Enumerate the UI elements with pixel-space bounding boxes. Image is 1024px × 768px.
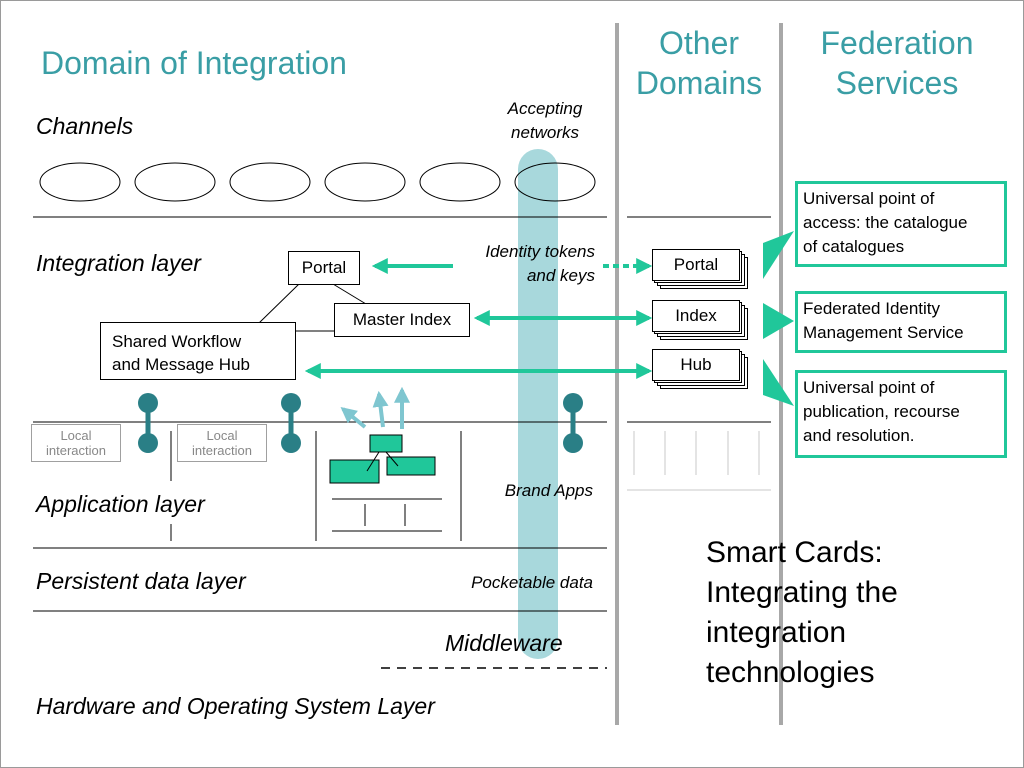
heading-federation-services: Federation Services	[820, 25, 974, 101]
other-hub-stack: Hub	[652, 349, 748, 389]
other-portal-stack: Portal	[652, 249, 748, 289]
channel-ellipse	[229, 162, 311, 202]
local-interaction-box: Local interaction	[177, 424, 267, 462]
federation-box-catalogue: Universal point of access: the catalogue…	[795, 181, 1007, 267]
federation-pointer	[763, 231, 794, 279]
note-brand-apps: Brand Apps	[504, 481, 593, 500]
layer-hardware: Hardware and Operating System Layer	[36, 693, 435, 719]
connector	[332, 283, 367, 305]
federation-box-identity: Federated Identity Management Service	[795, 291, 1007, 353]
local-interaction-box: Local interaction	[31, 424, 121, 462]
master-index-box: Master Index	[334, 303, 470, 337]
portal-box: Portal	[288, 251, 360, 285]
brand-arrow	[372, 390, 389, 428]
dumbbell-node	[563, 433, 583, 453]
layer-channels: Channels	[36, 113, 134, 139]
channel-ellipse	[514, 162, 596, 202]
note-pocketable-data: Pocketable data	[471, 573, 593, 592]
dumbbell-node	[281, 393, 301, 413]
dumbbell-node	[138, 433, 158, 453]
brand-link	[385, 451, 399, 467]
brand-app-block	[369, 434, 403, 453]
federation-pointer	[763, 359, 794, 406]
other-index-label: Index	[652, 300, 740, 332]
dumbbell-node	[138, 393, 158, 413]
channel-ellipse	[324, 162, 406, 202]
other-index-stack: Index	[652, 300, 748, 340]
connector	[258, 283, 300, 324]
channel-ellipse	[39, 162, 121, 202]
heading-domain: Domain of Integration	[41, 45, 347, 81]
other-hub-label: Hub	[652, 349, 740, 381]
note-identity-tokens: Identity tokens and keys	[485, 242, 595, 285]
dumbbell-node	[563, 393, 583, 413]
channel-ellipse	[134, 162, 216, 202]
layer-integration: Integration layer	[36, 250, 201, 276]
dumbbell-node	[281, 433, 301, 453]
federation-pointer	[763, 303, 794, 339]
smartcard-bar	[518, 149, 558, 659]
brand-app-block	[386, 456, 436, 476]
layer-application: Application layer	[36, 491, 205, 517]
layer-persistent: Persistent data layer	[36, 568, 246, 594]
brand-arrow	[340, 406, 367, 429]
shared-workflow-box: Shared Workflow and Message Hub	[100, 322, 296, 380]
note-middleware: Middleware	[445, 630, 563, 656]
channel-ellipse	[419, 162, 501, 202]
brand-app-block	[329, 459, 380, 484]
federation-box-publication: Universal point of publication, recourse…	[795, 370, 1007, 458]
other-portal-label: Portal	[652, 249, 740, 281]
slide-caption: Smart Cards: Integrating the integration…	[706, 536, 898, 689]
note-accepting-networks: Accepting networks	[507, 99, 583, 142]
brand-link	[366, 451, 380, 472]
heading-other-domains: Other Domains	[635, 25, 763, 101]
